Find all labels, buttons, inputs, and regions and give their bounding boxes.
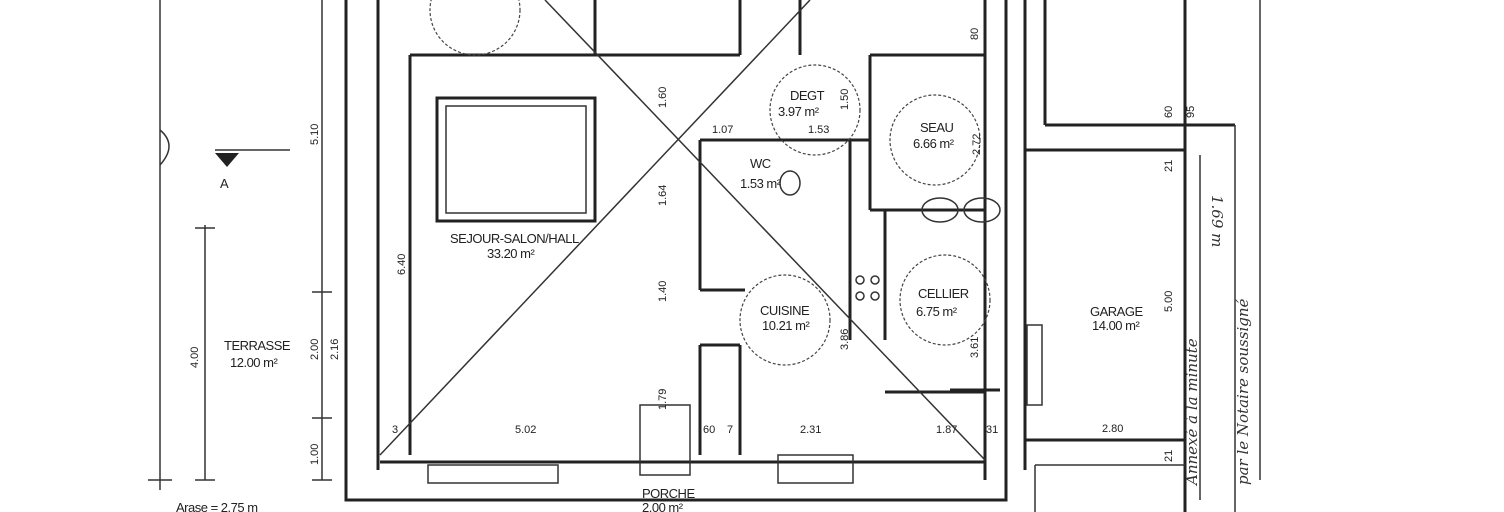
room-labels: SEJOUR-SALON/HALL 33.20 m² DEGT 3.97 m² … (224, 88, 1144, 512)
dimension: 5.02 (515, 424, 536, 436)
toilet-icon (779, 170, 801, 196)
dimension: 2.31 (800, 424, 821, 436)
dimension: 6.40 (396, 254, 408, 275)
terrace-lines (148, 0, 332, 490)
room-name-cellier: CELLIER (918, 286, 969, 301)
room-area-degt: 3.97 m² (778, 104, 820, 119)
dimension: 1.79 (657, 389, 669, 410)
dimension: 95 (1185, 106, 1197, 118)
dimension: 7 (727, 424, 733, 436)
section-arrow-icon (215, 153, 239, 167)
room-name-garage: GARAGE (1090, 304, 1143, 319)
room-area-sejour: 33.20 m² (487, 246, 535, 261)
dimension: 1.64 (657, 185, 669, 206)
room-name-wc: WC (750, 156, 771, 171)
dimension: 3 (392, 424, 398, 436)
dimension: 80 (969, 28, 981, 40)
walls (344, 0, 1261, 512)
dimension: 5.00 (1163, 291, 1175, 312)
section-marker-label: A (220, 176, 229, 191)
dimension: 21 (1163, 160, 1175, 172)
dimension: 1.07 (712, 124, 733, 136)
room-area-cellier: 6.75 m² (916, 304, 958, 319)
room-name-terrasse: TERRASSE (224, 338, 291, 353)
turning-circles (429, 0, 991, 366)
dimension: 4.00 (189, 347, 201, 368)
dimension: 1.00 (309, 444, 321, 465)
room-area-porche: 2.00 m² (642, 500, 684, 512)
dimension: 1.53 (808, 124, 829, 136)
room-area-cuisine: 10.21 m² (762, 318, 810, 333)
room-name-porche: PORCHE (642, 486, 695, 501)
dimension: 1.40 (657, 281, 669, 302)
room-name-cuisine: CUISINE (760, 303, 810, 318)
arase-note: Arase = 2.75 m (176, 500, 258, 512)
dimension: 1.87 (936, 424, 957, 436)
dimension: 2.80 (1102, 423, 1123, 435)
room-name-sejour: SEJOUR-SALON/HALL (450, 231, 579, 246)
room-area-wc: 1.53 m² (740, 176, 782, 191)
room-area-seau: 6.66 m² (913, 136, 955, 151)
dimension: 1.50 (839, 89, 851, 110)
dimension: 60 (703, 424, 715, 436)
dimension: 60 (1163, 106, 1175, 118)
hob-icon (855, 275, 865, 285)
dimension: 5.10 (309, 124, 321, 145)
annotations: A Arase = 2.75 m Annexé à la minute 1.69… (176, 176, 1252, 512)
dimension: 3.61 (969, 337, 981, 358)
dimension: 31 (986, 424, 998, 436)
fixtures (779, 170, 1001, 301)
handwritten-height-note: 1.69 m (1208, 195, 1226, 247)
handwritten-annex-note: Annexé à la minute (1183, 338, 1201, 487)
room-name-seau: SEAU (920, 120, 954, 135)
dimension: 1.60 (657, 87, 669, 108)
basin-icon (921, 197, 959, 223)
room-name-degt: DEGT (790, 88, 825, 103)
handwritten-notary-note: par le Notaire soussigné (1234, 298, 1252, 485)
dimension: 2.16 (329, 339, 341, 360)
dimension: 2.00 (309, 339, 321, 360)
dimension-labels: 5.10 6.40 4.00 2.00 2.16 1.00 5.02 3 1.6… (189, 28, 1197, 465)
room-area-terrasse: 12.00 m² (230, 355, 278, 370)
room-area-garage: 14.00 m² (1092, 318, 1140, 333)
dimension: 2.72 (971, 134, 983, 155)
dimension: 3.86 (839, 329, 851, 350)
dimension: 21 (1163, 450, 1175, 462)
